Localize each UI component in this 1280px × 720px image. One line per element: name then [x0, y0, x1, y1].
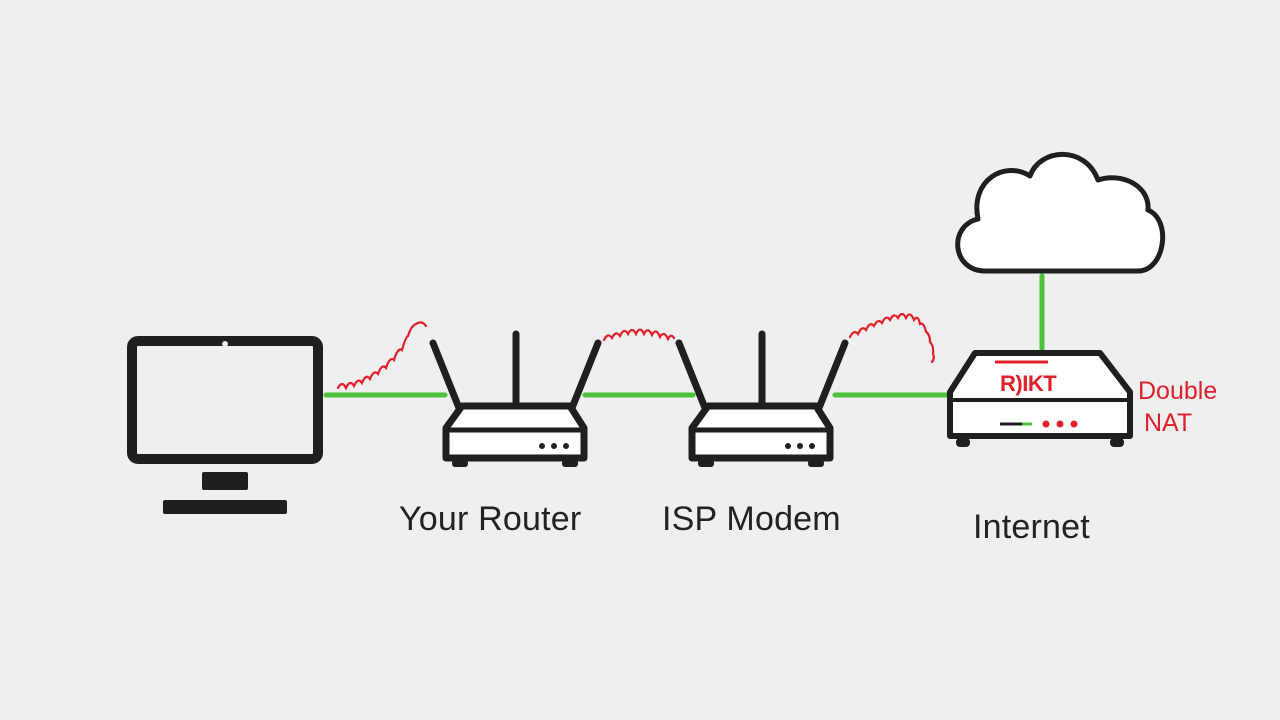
wireless-links: [336, 312, 935, 391]
modem-foot-right: [808, 460, 824, 467]
gateway-foot-left: [956, 438, 970, 447]
router-led: [539, 443, 545, 449]
gateway-foot-right: [1110, 438, 1124, 447]
router-label: Your Router: [399, 500, 582, 538]
wifi-router-icon: [429, 330, 602, 467]
wireless-squiggle-2: [602, 328, 676, 342]
gateway-brand-text: R)IKT: [1000, 371, 1057, 396]
router-led: [551, 443, 557, 449]
modem-led: [809, 443, 815, 449]
monitor-frame: [127, 336, 323, 464]
modem-label: ISP Modem: [662, 500, 841, 538]
modem-foot-left: [698, 460, 714, 467]
router-foot-left: [452, 460, 468, 467]
monitor-camera: [222, 341, 228, 347]
gateway-led: [1056, 420, 1064, 428]
ethernet-links: [323, 273, 1045, 398]
wifi-modem-icon: [675, 330, 849, 467]
modem-led: [785, 443, 791, 449]
wireless-squiggle-1: [336, 321, 428, 391]
gateway-box-icon: [947, 350, 1133, 447]
modem-led: [797, 443, 803, 449]
router-foot-right: [562, 460, 578, 467]
router-led: [563, 443, 569, 449]
double-nat-label-line2: NAT: [1144, 409, 1193, 437]
gateway-led: [1042, 420, 1050, 428]
desktop-monitor-icon: [127, 336, 323, 514]
gateway-led: [1070, 420, 1078, 428]
modem-antenna-left: [675, 339, 713, 422]
monitor-neck: [202, 472, 248, 490]
double-nat-label-line1: Double: [1138, 377, 1218, 405]
internet-label: Internet: [973, 508, 1090, 546]
router-antenna-left: [429, 339, 467, 422]
gateway-body: [947, 350, 1133, 439]
wireless-squiggle-3: [848, 312, 935, 364]
monitor-base: [163, 500, 287, 514]
cloud-icon: [955, 152, 1166, 274]
modem-antenna-right: [811, 339, 849, 422]
